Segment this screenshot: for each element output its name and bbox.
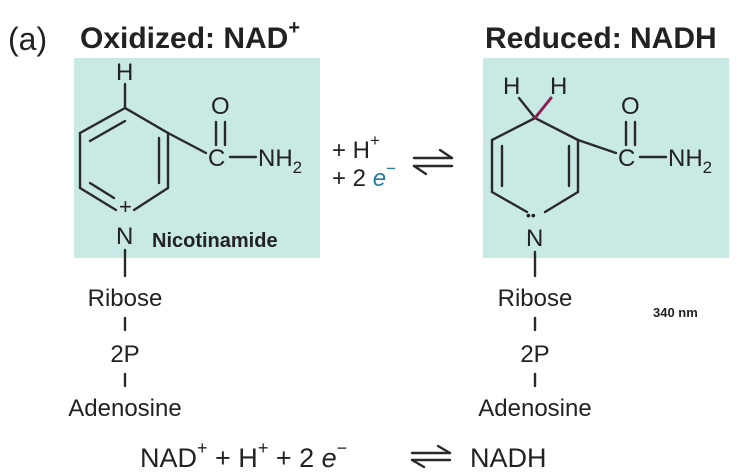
left-phosphates: 2P xyxy=(110,341,139,368)
left-ribose: Ribose xyxy=(88,285,163,312)
left-adenosine: Adenosine xyxy=(68,395,181,422)
equation-reactants: NAD+ + H+ + 2 e− xyxy=(140,438,347,473)
nadh-structure: H H C O NH2 •• N Ribose 2P Adenosine xyxy=(478,73,712,422)
reduced-highlight-box xyxy=(483,58,729,258)
nad-plus-structure: H C O NH2 + N Nicotinamide Ribose 2P Ade… xyxy=(68,59,302,422)
reaction-terms: + H+ + 2 e− xyxy=(332,131,454,192)
nicotinamide-label: Nicotinamide xyxy=(152,230,278,252)
right-ribose: Ribose xyxy=(498,285,573,312)
left-title: Oxidized: NAD+ xyxy=(80,17,300,55)
panel-label: (a) xyxy=(8,21,47,57)
right-ring-nitrogen: N xyxy=(526,225,543,252)
oxidized-highlight-box xyxy=(74,58,320,258)
equation-product: NADH xyxy=(470,443,547,473)
wavelength-annotation: 340 nm xyxy=(653,305,698,320)
pyridinium-charge: + xyxy=(119,194,132,219)
overall-equation: NAD+ + H+ + 2 e− NADH xyxy=(140,438,547,473)
added-electrons: + 2 e− xyxy=(332,159,396,192)
right-amide-group: NH2 xyxy=(668,145,712,177)
lone-pair: •• xyxy=(526,207,536,223)
ring-nitrogen: N xyxy=(116,223,133,250)
right-carbonyl-oxygen: O xyxy=(621,93,640,120)
amide-group: NH2 xyxy=(258,145,302,177)
carbonyl-oxygen: O xyxy=(211,93,230,120)
right-title: Reduced: NADH xyxy=(485,22,717,55)
added-proton: + H+ xyxy=(332,131,380,164)
right-top-hydrogen: H xyxy=(503,73,520,100)
carbonyl-carbon: C xyxy=(208,145,225,172)
top-hydrogen: H xyxy=(116,59,133,86)
equation-equilibrium-arrow xyxy=(410,444,452,469)
added-hydrogen: H xyxy=(550,73,567,100)
right-phosphates: 2P xyxy=(520,341,549,368)
equilibrium-arrow xyxy=(412,148,454,176)
right-adenosine: Adenosine xyxy=(478,395,591,422)
right-carbonyl-carbon: C xyxy=(618,145,635,172)
